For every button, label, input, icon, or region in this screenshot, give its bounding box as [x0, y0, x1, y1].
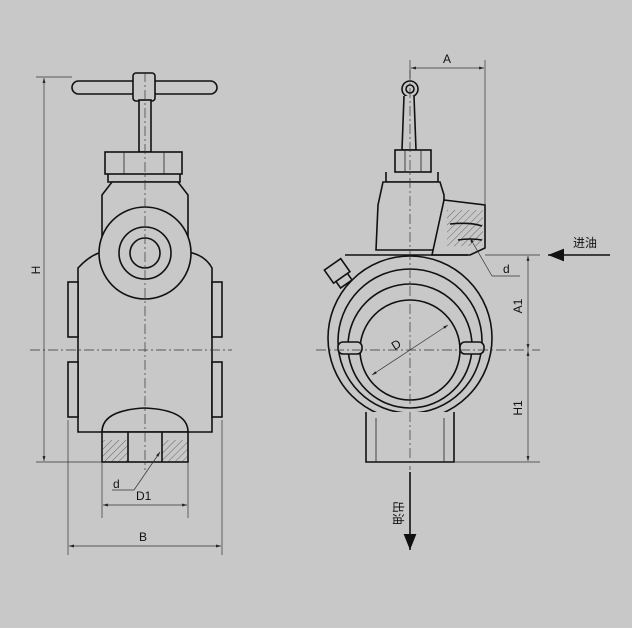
t-handle	[71, 72, 218, 153]
label-outlet: 出油	[391, 501, 405, 525]
dim-A: A	[409, 52, 486, 205]
dim-B: B	[67, 420, 223, 555]
dim-d-left: d	[112, 451, 161, 491]
outlet-arch	[101, 407, 189, 433]
boss-left-lower	[67, 361, 79, 418]
label-A: A	[443, 52, 451, 66]
front-view: H d D1 B	[29, 72, 232, 555]
dim-H: H	[29, 76, 102, 463]
dim-d-right: d	[469, 237, 520, 277]
dim-D1: D1	[101, 462, 189, 518]
label-d-right: d	[503, 262, 510, 276]
label-inlet: 进油	[573, 236, 597, 250]
label-B: B	[139, 530, 147, 544]
boss-right-upper	[211, 281, 223, 338]
side-view: D A d A1 H1 进油	[316, 52, 610, 550]
packing-nut	[104, 151, 183, 183]
label-d-left: d	[113, 477, 120, 491]
label-D1: D1	[136, 489, 152, 503]
label-A1: A1	[511, 298, 525, 313]
vent-plug	[323, 257, 354, 290]
boss-right-lower	[211, 361, 223, 418]
side-packing-nut	[385, 149, 439, 183]
boss-left-upper	[67, 281, 79, 338]
dim-A1-H1: A1 H1	[454, 254, 540, 463]
inlet-arrow: 进油	[548, 236, 610, 262]
label-H1: H1	[511, 400, 525, 416]
outlet-arrow: 出油	[391, 472, 417, 550]
label-H: H	[29, 266, 43, 275]
